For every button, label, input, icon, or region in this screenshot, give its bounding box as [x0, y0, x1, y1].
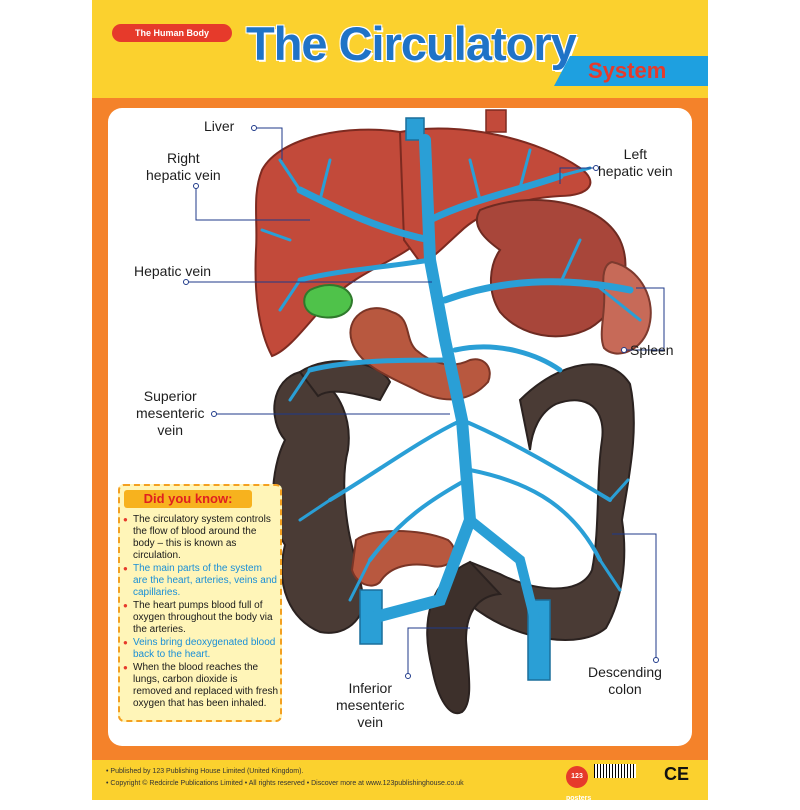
footer-copyright: • Copyright © Redcircle Publications Lim… [106, 780, 464, 787]
did-you-know-facts: The circulatory system controls the flow… [123, 514, 279, 711]
ce-mark: CE [664, 764, 690, 784]
did-you-know-title: Did you know: [124, 490, 252, 508]
gallbladder [303, 284, 354, 319]
label-leader-lines [186, 127, 665, 676]
subtitle-banner [554, 56, 708, 86]
transverse-colon [298, 360, 392, 402]
fact-item: The circulatory system controls the flow… [123, 514, 279, 562]
footer-published: • Published by 123 Publishing House Limi… [106, 768, 304, 775]
label-hepatic-vein: Hepatic vein [134, 263, 212, 279]
small-intestine-lower [350, 530, 456, 587]
label-spleen: Spleen [630, 342, 674, 358]
label-liver: Liver [204, 118, 235, 134]
page-title: The Circulatory [246, 17, 577, 70]
barcode [594, 764, 636, 778]
fact-item: The heart pumps blood full of oxygen thr… [123, 600, 279, 636]
page-subtitle: System [588, 58, 667, 83]
label-inferior-mesenteric-vein: Inferior mesenteric vein [336, 680, 405, 730]
fact-item: When the blood reaches the lungs, carbon… [123, 662, 279, 710]
label-left-hepatic-vein: Left hepatic vein [598, 146, 673, 179]
stomach [475, 199, 627, 338]
fact-item: Veins bring deoxygenated blood back to t… [123, 637, 279, 661]
sigmoid-colon [426, 560, 503, 715]
header-band [92, 0, 708, 108]
label-right-hepatic-vein: Right hepatic vein [146, 150, 221, 183]
label-superior-mesenteric-vein: Superior mesenteric vein [136, 388, 205, 438]
aorta-top [485, 109, 507, 133]
colon [272, 370, 365, 634]
vein-network [260, 134, 642, 645]
label-descending-colon: Descending colon [588, 664, 662, 697]
publisher-logo: 123 posters [566, 766, 591, 802]
vena-cava-top [405, 117, 425, 141]
leader-endpoints [183, 125, 659, 679]
series-tag: The Human Body [112, 24, 232, 42]
fact-item: The main parts of the system are the hea… [123, 563, 279, 599]
